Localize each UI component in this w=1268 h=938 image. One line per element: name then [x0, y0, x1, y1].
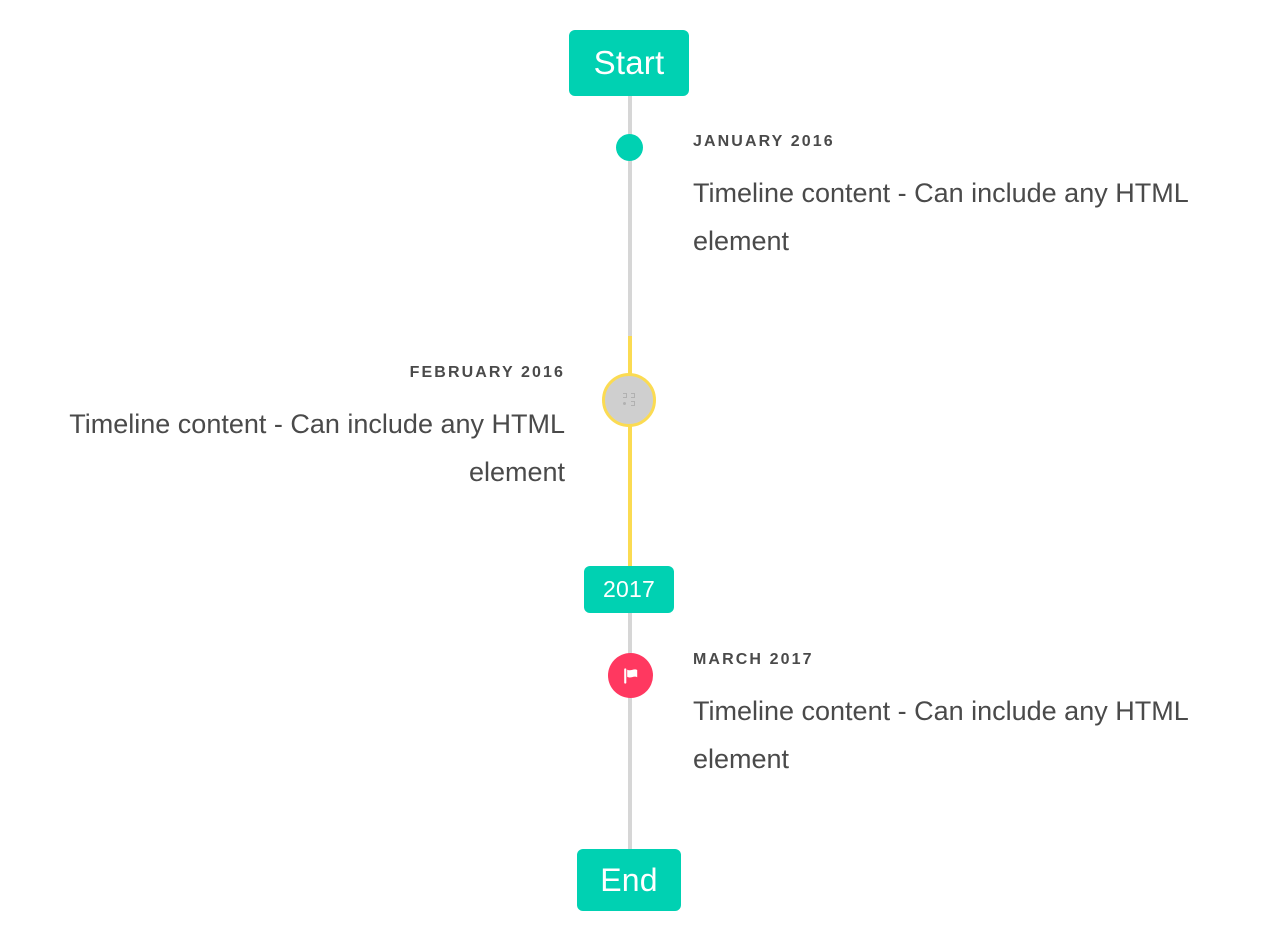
timeline-entry-body: Timeline content - Can include any HTML …: [693, 177, 1188, 256]
timeline-marker-flag-icon[interactable]: [608, 653, 653, 698]
timeline-year-badge[interactable]: 2017: [584, 566, 674, 613]
timeline-end-badge[interactable]: End: [577, 849, 681, 911]
timeline-entry-march: MARCH 2017 Timeline content - Can includ…: [693, 651, 1223, 783]
timeline-entry-body: Timeline content - Can include any HTML …: [69, 408, 565, 487]
timeline-marker-broken-image-icon[interactable]: [602, 373, 656, 427]
timeline-entry-date: FEBRUARY 2016: [409, 364, 565, 381]
timeline-entry-date: MARCH 2017: [693, 651, 814, 668]
timeline-entry-body: Timeline content - Can include any HTML …: [693, 695, 1188, 774]
timeline-rail-highlighted: [628, 336, 632, 570]
timeline-entry-january: JANUARY 2016 Timeline content - Can incl…: [693, 133, 1223, 265]
broken-image-icon: [621, 393, 637, 407]
timeline-rail-bottom: [628, 608, 632, 854]
timeline-start-badge[interactable]: Start: [569, 30, 689, 96]
flag-icon: [623, 667, 637, 684]
timeline-entry-february: FEBRUARY 2016 Timeline content - Can inc…: [35, 364, 565, 496]
timeline-entry-date: JANUARY 2016: [693, 133, 835, 150]
timeline-rail-top: [628, 92, 632, 338]
timeline-marker-dot-icon[interactable]: [616, 134, 643, 161]
